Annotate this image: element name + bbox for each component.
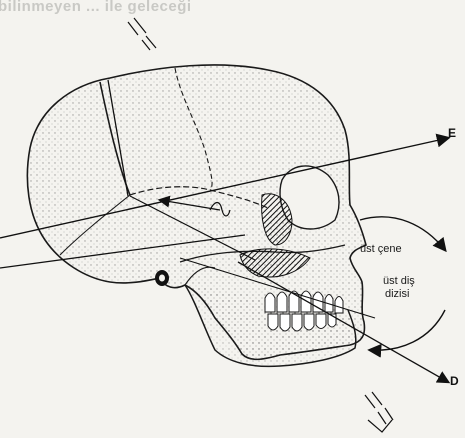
- label-arrow-d: D: [450, 374, 459, 388]
- label-upper-teeth-1: üst diş: [383, 276, 415, 287]
- label-upper-teeth-2: dizisi: [385, 289, 409, 300]
- label-upper-jaw: üst çene: [360, 244, 402, 255]
- top-direction-marker: [128, 18, 156, 50]
- bottom-direction-marker: [365, 392, 393, 424]
- label-arrow-e: E: [448, 126, 456, 140]
